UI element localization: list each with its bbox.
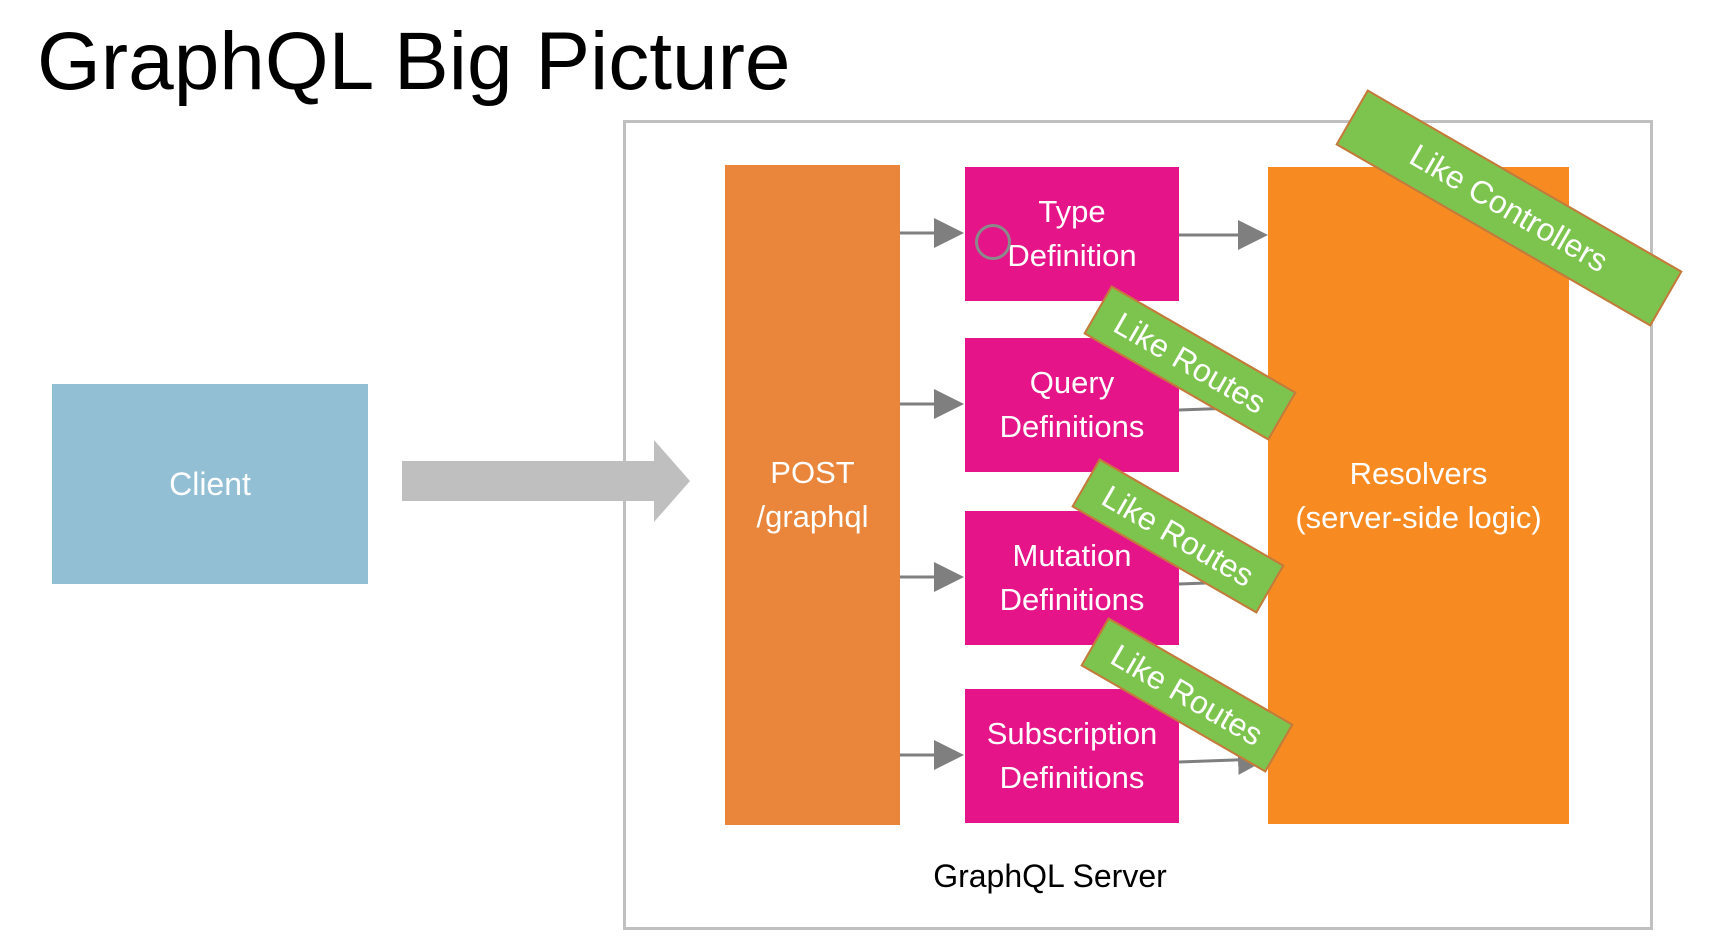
- subscription-definitions-label: Subscription Definitions: [986, 716, 1158, 795]
- type-definition-label: Type Definition: [1007, 194, 1137, 273]
- query-definitions-label: Query Definitions: [999, 365, 1145, 444]
- graphql-server-label: GraphQL Server: [933, 858, 1167, 894]
- cursor-highlight-icon: [975, 224, 1011, 260]
- resolvers-label: Resolvers (server-side logic): [1295, 455, 1542, 535]
- type-definition-box: Type Definition: [965, 167, 1179, 301]
- graphql-server-frame: [623, 120, 1653, 930]
- client-box: Client: [52, 384, 368, 584]
- client-label: Client: [169, 465, 251, 502]
- subscription-definitions-box: Subscription Definitions: [965, 689, 1179, 823]
- post-graphql-label: POST /graphql: [756, 455, 869, 534]
- post-graphql-box: POST /graphql: [725, 165, 900, 825]
- mutation-definitions-label: Mutation Definitions: [999, 538, 1145, 617]
- slide-title: GraphQL Big Picture: [37, 16, 791, 107]
- resolvers-box: Resolvers (server-side logic): [1268, 167, 1569, 824]
- query-definitions-box: Query Definitions: [965, 338, 1179, 472]
